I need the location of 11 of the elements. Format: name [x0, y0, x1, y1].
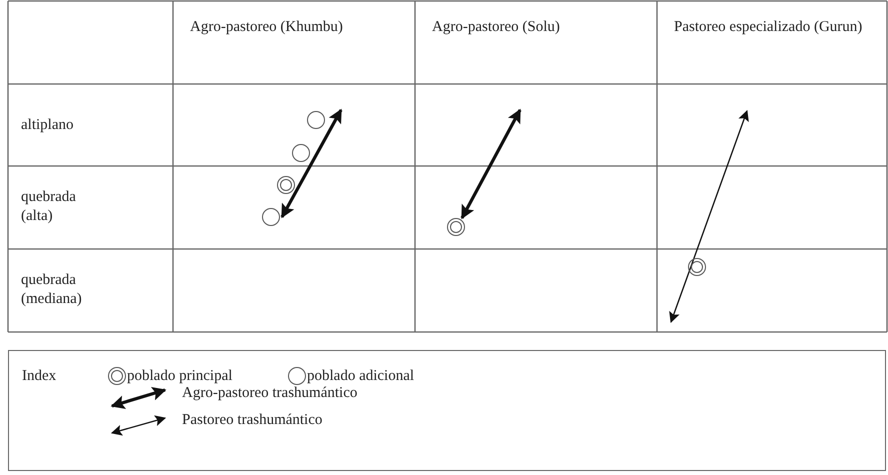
column-header: Pastoreo especializado (Gurun): [674, 18, 864, 37]
legend-label: Agro-pastoreo trashumántico: [182, 384, 358, 403]
column-header: Agro-pastoreo (Solu): [432, 18, 561, 37]
legend-label: Pastoreo trashumántico: [182, 411, 322, 430]
column-header: Agro-pastoreo (Khumbu): [190, 18, 344, 37]
row-header: quebrada (mediana): [21, 271, 83, 309]
legend-title: Index: [22, 367, 58, 386]
row-header: quebrada (alta): [21, 188, 77, 226]
legend-label: poblado principal: [127, 367, 232, 386]
legend-label: poblado adicional: [307, 367, 414, 386]
row-header: altiplano: [21, 116, 74, 135]
